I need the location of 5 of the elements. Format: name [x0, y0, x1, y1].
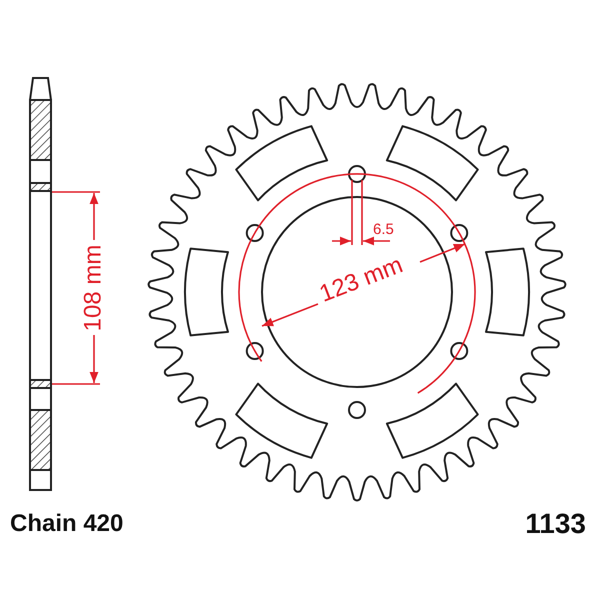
chain-size-label: Chain 420: [10, 512, 124, 536]
part-number: 1133: [525, 510, 586, 538]
dimension-label: 123 mm: [316, 253, 406, 307]
dimension-label: 108 mm: [81, 244, 106, 332]
dimension-label: 6.5: [373, 222, 394, 237]
